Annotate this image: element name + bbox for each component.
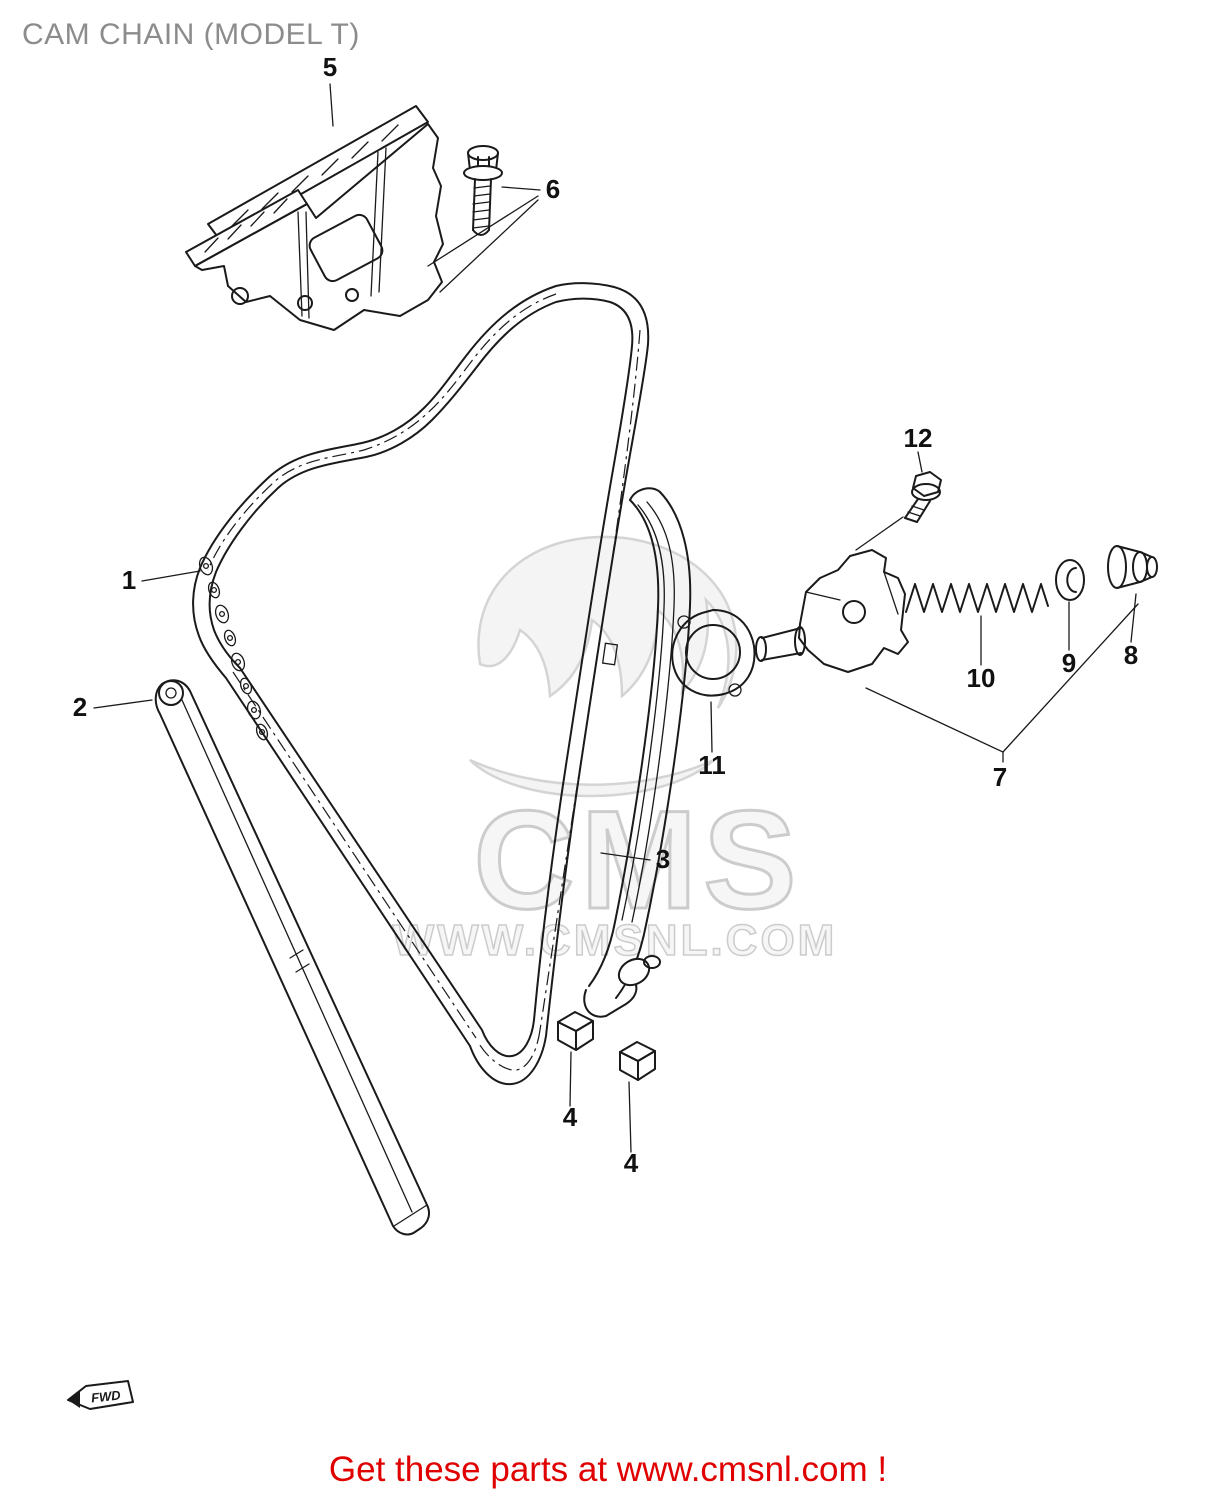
leader-lines bbox=[93, 83, 1139, 1153]
part-10-spring bbox=[905, 583, 1049, 613]
bolt-head-top bbox=[467, 145, 499, 161]
leader-6 bbox=[501, 186, 541, 191]
leader-3 bbox=[600, 852, 651, 861]
leader-6-ref-b bbox=[439, 199, 539, 293]
part-5-chain-guide-top bbox=[185, 105, 444, 331]
callout-5[interactable]: 5 bbox=[323, 52, 337, 82]
part-6-bolt bbox=[463, 145, 503, 236]
part-12-bolt bbox=[855, 471, 942, 551]
leader-7-right bbox=[1002, 603, 1139, 753]
watermark-brand: CMS bbox=[473, 781, 802, 938]
leader-11 bbox=[710, 701, 713, 753]
fwd-flag-outline bbox=[67, 1380, 134, 1410]
fwd-label: FWD bbox=[90, 1387, 122, 1405]
guide3-pivot-boss bbox=[617, 957, 651, 987]
callout-8[interactable]: 8 bbox=[1124, 640, 1138, 670]
part-2-chain-guide-front bbox=[154, 679, 430, 1236]
guide-foot-edge bbox=[393, 1204, 428, 1227]
washer-c-clip bbox=[1066, 567, 1077, 593]
leader-12 bbox=[917, 451, 923, 473]
page-title: CAM CHAIN (MODEL T) bbox=[22, 18, 360, 51]
fwd-arrow-icon bbox=[68, 1391, 80, 1408]
part-4-dampers bbox=[557, 1011, 656, 1081]
watermark-emblem bbox=[477, 535, 738, 709]
part-11-gasket bbox=[671, 609, 756, 697]
callout-12[interactable]: 12 bbox=[904, 423, 933, 453]
callout-2[interactable]: 2 bbox=[73, 692, 87, 722]
bolt12-threads bbox=[907, 505, 925, 517]
part-7-tensioner-body bbox=[755, 549, 909, 673]
bolt12-shank bbox=[904, 498, 931, 523]
leader-6-ref-a bbox=[427, 195, 539, 267]
bracket-pillars bbox=[297, 147, 387, 319]
leader-8 bbox=[1130, 593, 1137, 643]
guide-strip-inner-line bbox=[181, 699, 413, 1213]
callout-4b[interactable]: 4 bbox=[624, 1148, 639, 1178]
gasket-ear-hole-2 bbox=[728, 683, 742, 697]
damper-2 bbox=[619, 1041, 656, 1081]
part-1-cam-chain bbox=[192, 282, 650, 1086]
cap-face bbox=[1107, 545, 1127, 589]
guide-head bbox=[158, 680, 184, 706]
callout-1[interactable]: 1 bbox=[122, 565, 136, 595]
part-3-chain-guide-rear bbox=[583, 487, 692, 1018]
bolt12-flange bbox=[911, 483, 941, 501]
guide3-top-cap bbox=[629, 487, 661, 501]
spring-coil bbox=[905, 583, 1049, 613]
leader-1 bbox=[141, 570, 201, 582]
guide-head-hole bbox=[165, 687, 177, 699]
callout-9[interactable]: 9 bbox=[1062, 648, 1076, 678]
washer-outer bbox=[1055, 559, 1085, 601]
leader-5 bbox=[329, 83, 334, 127]
bolt-flange bbox=[463, 165, 503, 181]
fwd-indicator: FWD bbox=[67, 1380, 134, 1410]
gasket-inner bbox=[685, 624, 741, 680]
gasket-outer bbox=[671, 609, 756, 697]
callout-11[interactable]: 11 bbox=[698, 750, 726, 780]
chain-outer-path bbox=[192, 282, 650, 1086]
bolt12-position-line bbox=[855, 516, 904, 551]
guide-strip bbox=[154, 679, 430, 1236]
guide3-pivot-stub bbox=[643, 955, 661, 969]
callout-7[interactable]: 7 bbox=[993, 762, 1007, 792]
watermark: CMS WWW.CMSNL.COM bbox=[392, 535, 838, 966]
callout-3[interactable]: 3 bbox=[656, 844, 670, 874]
part-8-cap-bolt bbox=[1107, 545, 1158, 589]
guide3-ribs bbox=[621, 501, 675, 923]
bolt-threads bbox=[472, 185, 491, 229]
tensioner-housing bbox=[798, 549, 909, 673]
gasket-ear-hole-1 bbox=[677, 615, 691, 629]
chain-inner-path bbox=[208, 297, 634, 1058]
guide3-outer-edge bbox=[615, 491, 692, 999]
hatch-lines-upper bbox=[231, 124, 399, 227]
chain-centerlines bbox=[207, 293, 641, 1071]
leader-4b bbox=[628, 1081, 632, 1153]
footer-link-text[interactable]: Get these parts at www.cmsnl.com ! bbox=[329, 1450, 887, 1489]
guide-bracket-body bbox=[194, 123, 444, 331]
damper-1 bbox=[557, 1011, 594, 1051]
hatch-lines-lower bbox=[204, 198, 288, 253]
tensioner-face-lines bbox=[805, 571, 899, 615]
callout-labels: 1 2 3 4 4 5 6 7 8 9 10 11 12 bbox=[73, 52, 1138, 1178]
callout-4a[interactable]: 4 bbox=[563, 1102, 578, 1132]
chain-links-detail bbox=[198, 556, 269, 741]
callout-10[interactable]: 10 bbox=[967, 663, 996, 693]
leader-2 bbox=[93, 699, 153, 709]
leader-4a bbox=[569, 1051, 572, 1107]
bracket-hole-left bbox=[297, 295, 313, 311]
guide-mid-notch bbox=[289, 949, 310, 973]
bracket-ear-hole bbox=[231, 287, 249, 305]
guide3-clip bbox=[601, 642, 619, 666]
guide3-inner-edge bbox=[588, 499, 660, 987]
tensioner-bore bbox=[842, 600, 866, 624]
part-9-washer bbox=[1055, 559, 1085, 601]
watermark-url: WWW.CMSNL.COM bbox=[393, 916, 838, 965]
bracket-hole-right bbox=[345, 288, 359, 302]
watermark-swoosh bbox=[469, 758, 715, 798]
callout-6[interactable]: 6 bbox=[546, 174, 560, 204]
cap-knob bbox=[1146, 556, 1158, 578]
